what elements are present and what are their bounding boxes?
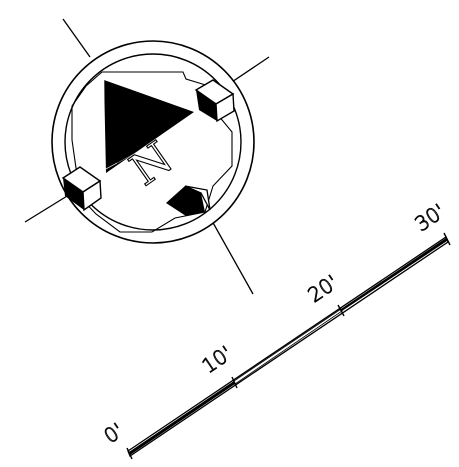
scale-label-30: 30': [410, 199, 449, 236]
scale-bar-tick-0: [126, 447, 133, 460]
scale-bar-segment-0-10: [129, 381, 235, 455]
scale-bar: 0' 10' 20' 30': [99, 198, 451, 460]
scale-bar-tick-20: [337, 304, 345, 317]
north-arrow-notch-w: [61, 166, 102, 212]
scale-bar-segment-20-30: [341, 238, 447, 311]
north-arrow-notch-s: [166, 185, 211, 216]
north-arrow: N: [24, 18, 270, 295]
scale-bar-tick-10: [231, 376, 238, 389]
north-arrow-notch-ne: [194, 79, 235, 123]
scale-label-20: 20': [303, 270, 342, 307]
scale-label-10: 10': [197, 341, 236, 378]
north-arrow-tick-se: [206, 211, 254, 295]
north-arrow-tick-nw: [62, 18, 91, 58]
scale-bar-tick-30: [443, 232, 451, 246]
scale-label-0: 0': [99, 418, 128, 448]
scale-bar-segment-10-20: [233, 308, 343, 385]
north-arrow-tick-sw: [24, 192, 73, 223]
north-arrow-pointer: [103, 80, 194, 173]
